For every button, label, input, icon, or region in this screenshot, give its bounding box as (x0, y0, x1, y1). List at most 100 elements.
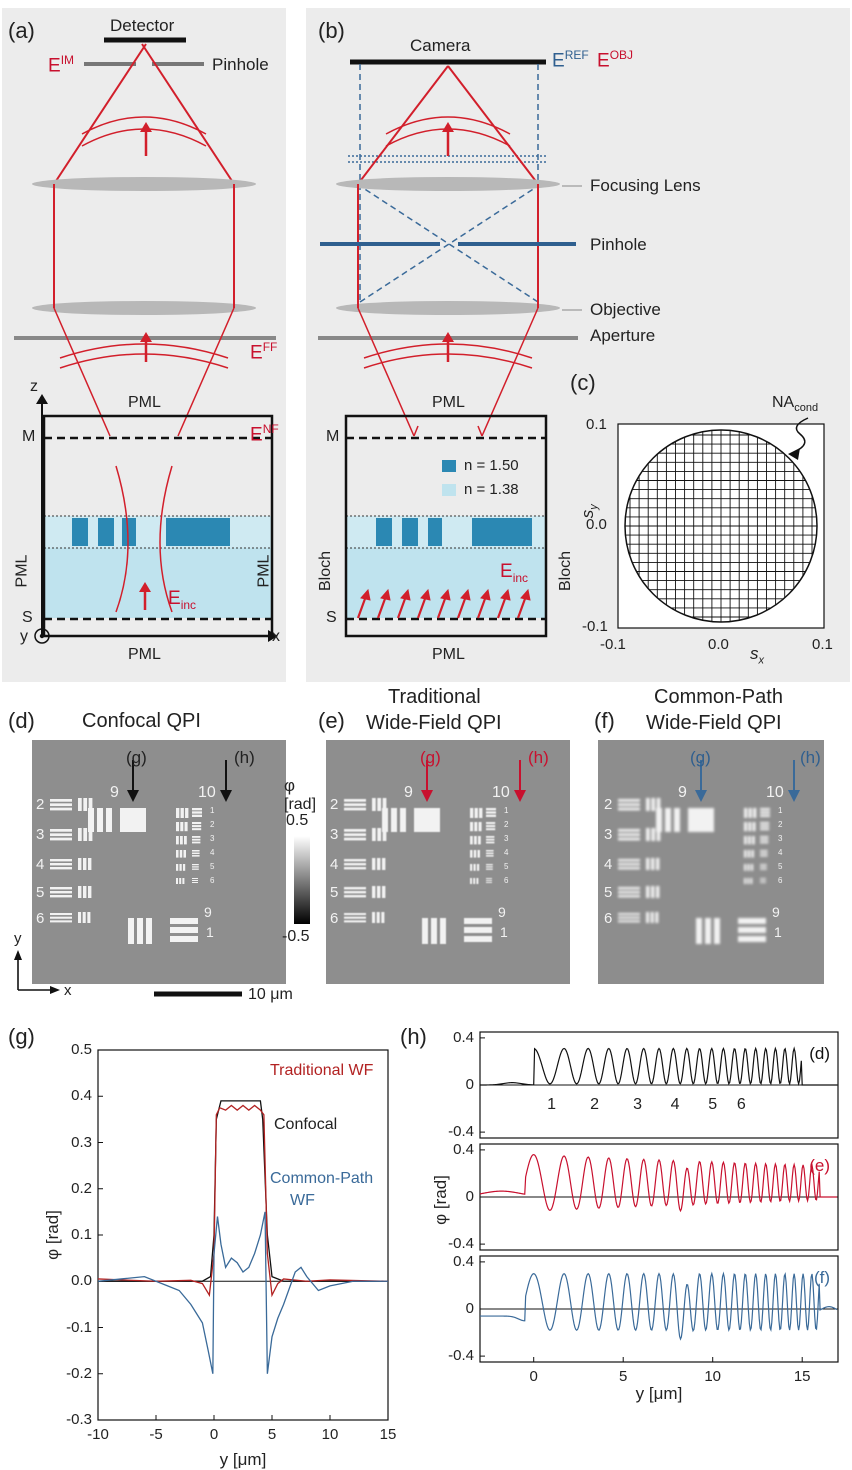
chart-h-ytick-label: 0.4 (453, 1140, 474, 1158)
target-bar (474, 822, 478, 832)
target-bar (486, 866, 493, 868)
target-bar (192, 864, 199, 866)
target-bar (83, 798, 88, 811)
target-bar (176, 850, 179, 858)
x-axis-label-a: x (272, 628, 280, 645)
chart-g-xtick-label: 5 (267, 1426, 277, 1443)
target-bar (382, 886, 386, 898)
element-label-small: 1 (210, 806, 215, 815)
marker-arrowhead (421, 790, 433, 802)
target-bar (176, 808, 180, 818)
target-bar (744, 808, 748, 818)
target-bar (192, 836, 201, 838)
element-label: 3 (330, 826, 339, 843)
target-bar (750, 864, 754, 871)
target-bar (88, 808, 94, 832)
target-bar (760, 811, 770, 814)
c-xtick-mid: 0.0 (708, 636, 729, 653)
target-bar (192, 878, 198, 879)
chart-g (97, 1049, 389, 1421)
target-bar (646, 798, 650, 811)
target-bar (376, 912, 380, 923)
target-bar (50, 829, 72, 832)
target-bar (760, 878, 766, 879)
target-bar (400, 808, 406, 832)
chart-g-xtick-label: 15 (379, 1426, 397, 1443)
target-bar (646, 886, 650, 898)
target-bar (760, 814, 770, 817)
target-bar (372, 886, 376, 898)
element-label-small: 6 (778, 876, 783, 885)
target-bar (50, 799, 72, 802)
target-bar (192, 850, 200, 852)
marker-arrowhead (127, 790, 139, 802)
target-bar (650, 912, 654, 923)
group-label-small-9: 9 (498, 904, 506, 920)
arrow-g-label-e: (g) (420, 748, 441, 767)
target-bar (192, 811, 202, 814)
target-bar (486, 825, 496, 828)
target-bar (618, 887, 640, 890)
target-bar (431, 918, 437, 944)
e-nf-label: ENF (250, 422, 279, 446)
target-bar (651, 858, 655, 870)
target-bar (760, 822, 770, 825)
target-bar (760, 882, 766, 883)
c-ytick-mid: 0.0 (586, 516, 607, 533)
e-im-label: EIM (48, 53, 75, 77)
element-label: 3 (604, 826, 613, 843)
element-label: 6 (330, 910, 339, 927)
target-bar (83, 828, 88, 841)
target-bar (618, 859, 640, 862)
pinhole-label-b: Pinhole (590, 235, 647, 254)
panel-a-label: (a) (8, 18, 35, 43)
pml-bottom-a: PML (128, 646, 161, 663)
target-bar (440, 918, 446, 944)
target-bar (106, 808, 112, 832)
target-bar (391, 808, 397, 832)
e-ref-obj-label: EREF (552, 48, 589, 72)
target-bar (656, 886, 660, 898)
arrow-g-label-d: (g) (126, 748, 147, 767)
incident-arrow (496, 595, 508, 619)
target-bar (486, 808, 496, 811)
chart-h-tag: (f) (813, 1268, 830, 1287)
target-bar (760, 841, 769, 844)
target-bar (184, 822, 188, 832)
colorbar-symbol: φ (284, 776, 296, 795)
marker-arrowhead (788, 790, 800, 802)
target-bar (744, 878, 746, 884)
target-bar (646, 858, 650, 870)
panel-e-title-line2: Wide-Field QPI (366, 712, 502, 734)
element-label-small: 5 (504, 862, 509, 871)
target-bar (470, 878, 472, 884)
camera-label: Camera (410, 36, 471, 55)
chart-h-ytick-label: 0 (465, 1300, 474, 1317)
target-bar (192, 868, 199, 870)
target-bar (464, 927, 492, 933)
target-bar (464, 936, 492, 942)
chart-h-series-f (480, 1271, 838, 1341)
m-label-a: M (22, 428, 36, 445)
panel-b-label: (b) (318, 18, 345, 43)
group-label-10: 10 (766, 784, 784, 801)
focusing-lens-label: Focusing Lens (590, 176, 701, 195)
z-axis-label: z (30, 378, 38, 395)
target-bar (344, 833, 366, 837)
target-bar (760, 852, 768, 855)
target-bar (473, 850, 477, 858)
e-inc-label-a: Einc (168, 588, 197, 612)
group-number-label: 1 (547, 1096, 557, 1113)
target-bar (760, 825, 770, 828)
group-number-label: 4 (670, 1096, 680, 1113)
target-bar (192, 880, 198, 881)
chart-h-ylabel: φ [rad] (430, 1175, 450, 1225)
c-xtick-left: -0.1 (600, 636, 626, 653)
element-label-small: 2 (210, 820, 215, 829)
target-bar (486, 841, 495, 844)
element-label: 3 (36, 826, 45, 843)
target-bar (486, 814, 496, 817)
target-bar (760, 855, 768, 857)
c-xtick-right: 0.1 (812, 636, 833, 653)
detector-label: Detector (110, 16, 175, 35)
